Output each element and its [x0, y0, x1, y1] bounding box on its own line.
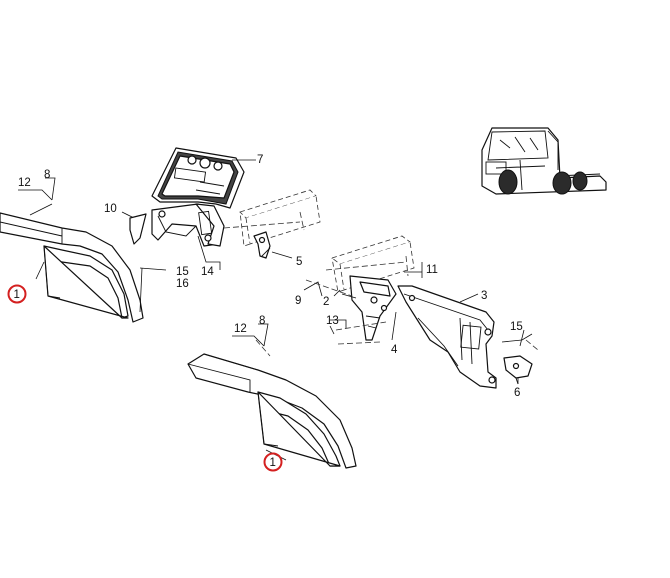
callout-15a: 15 — [176, 266, 189, 278]
callout-10: 10 — [104, 203, 117, 215]
highlighted-callout-1-right: 1 — [263, 452, 283, 472]
bracket-part-5 — [253, 231, 271, 259]
console-bracket — [151, 147, 245, 247]
callout-14: 14 — [201, 266, 214, 278]
callout-6: 6 — [514, 387, 520, 399]
callout-2: 2 — [323, 296, 329, 308]
callout-8a: 8 — [44, 169, 50, 181]
support-bracket-part-2 — [349, 275, 397, 341]
callout-8b: 8 — [259, 315, 265, 327]
highlight-ring-icon — [263, 452, 283, 472]
mudguard-right — [187, 353, 357, 469]
callout-9: 9 — [295, 295, 301, 307]
callout-15b: 15 — [510, 321, 523, 333]
callout-13: 13 — [326, 315, 339, 327]
frame-rail-phantom-left — [239, 189, 321, 247]
callout-3: 3 — [481, 290, 487, 302]
callout-5: 5 — [296, 256, 302, 268]
truck-thumbnail-icon — [481, 127, 607, 195]
bracket-part-6 — [503, 355, 533, 385]
callout-1a: 1 — [14, 289, 20, 301]
callout-16: 16 — [176, 278, 189, 290]
callout-7: 7 — [257, 154, 263, 166]
main-bracket-part-3 — [397, 285, 497, 389]
callout-4: 4 — [391, 344, 398, 356]
highlight-ring-icon — [7, 284, 27, 304]
clip-part-10 — [129, 213, 147, 245]
callout-1b: 1 — [270, 457, 276, 469]
callout-11: 11 — [426, 264, 438, 276]
highlighted-callout-1-left: 1 — [7, 284, 27, 304]
callout-12b: 12 — [234, 323, 247, 335]
callout-labels: 12 8 10 7 14 5 15 16 9 2 11 3 13 4 12 8 … — [18, 154, 523, 399]
mudguard-left — [0, 212, 144, 323]
callout-12a: 12 — [18, 177, 31, 189]
